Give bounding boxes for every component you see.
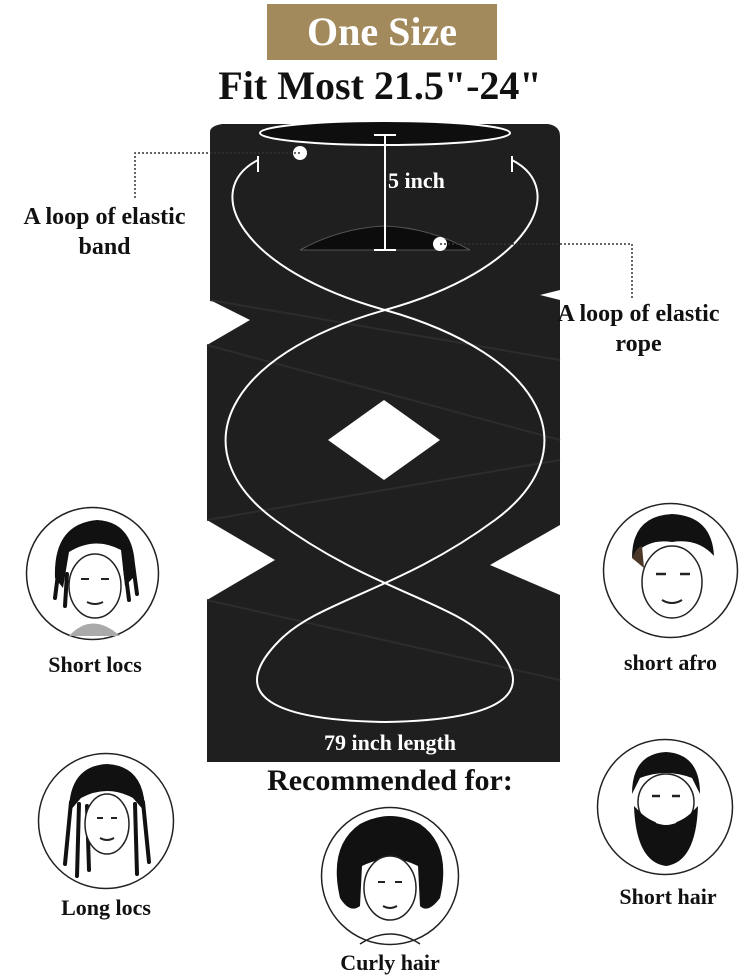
fit-size-heading: Fit Most 21.5"-24": [218, 63, 542, 108]
band-leader-line: [134, 152, 300, 200]
long-locs-face-icon: [37, 752, 175, 890]
short-hair-label: Short hair: [619, 884, 717, 909]
elastic-band-label: A loop of elastic band: [23, 204, 186, 260]
short-locs-label: Short locs: [48, 652, 142, 677]
curly-hair-face-icon: [320, 806, 460, 946]
short-hair-beard-face-icon: [596, 738, 734, 876]
short-afro-face-icon: [602, 502, 739, 639]
diamond-cutout: [328, 400, 440, 480]
wrap-product-illustration: [134, 120, 633, 762]
short-locs-face-icon: [25, 506, 160, 641]
curly-hair-label: Curly hair: [340, 950, 440, 975]
recommended-heading: Recommended for:: [267, 764, 513, 797]
short-afro-label: short afro: [623, 650, 718, 675]
height-measure-arrow: [374, 134, 396, 251]
rope-leader-line: [440, 243, 633, 300]
one-size-badge: One Size: [267, 4, 497, 60]
length-label: 79 inch length: [323, 730, 457, 755]
long-locs-label: Long locs: [61, 895, 151, 920]
height-label: 5 inch: [388, 168, 445, 193]
elastic-rope-label: A loop of elastic rope: [557, 301, 720, 357]
